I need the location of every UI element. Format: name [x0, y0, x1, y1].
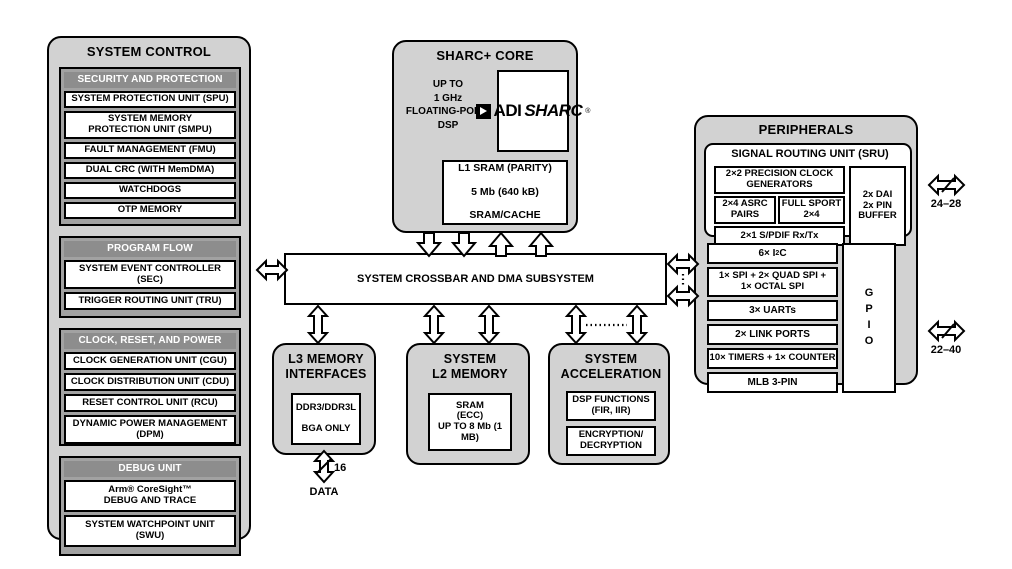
gpio-letter: I	[867, 319, 871, 331]
block-l2-sram: SRAM (ECC) UP TO 8 Mb (1 MB)	[428, 393, 512, 451]
l3-memory-panel: L3 MEMORY INTERFACES DDR3/DDR3L BGA ONLY	[272, 343, 376, 455]
arrow-gpio-external	[927, 319, 966, 343]
adi-sharc-logo-box: ADI SHARC ®	[475, 70, 590, 152]
sharc-core-title: SHARC+ CORE	[436, 48, 534, 63]
block-swu: SYSTEM WATCHPOINT UNIT (SWU)	[64, 515, 236, 547]
block-sec: SYSTEM EVENT CONTROLLER (SEC)	[64, 260, 236, 289]
adi-trademark: ®	[585, 107, 591, 115]
block-tru: TRIGGER ROUTING UNIT (TRU)	[64, 292, 236, 310]
block-l1-sram: L1 SRAM (PARITY) 5 Mb (640 kB) SRAM/CACH…	[442, 160, 568, 225]
adi-triangle-icon	[475, 103, 491, 119]
block-smpu: SYSTEM MEMORY PROTECTION UNIT (SMPU)	[64, 111, 236, 139]
block-dual-crc: DUAL CRC (WITH MemDMA)	[64, 162, 236, 179]
block-precision-clock-generators: 2×2 PRECISION CLOCK GENERATORS	[714, 166, 845, 194]
gpio-letter: P	[865, 303, 873, 316]
gpio-bus-slash	[941, 323, 955, 339]
arrow-crossbar-l2-1	[422, 304, 446, 345]
group-security-and-protection: SECURITY AND PROTECTION SYSTEM PROTECTIO…	[59, 67, 241, 226]
block-full-sport: FULL SPORT 2×4	[778, 196, 845, 224]
arrow-sysctrl-crossbar	[255, 258, 289, 282]
system-crossbar-block: SYSTEM CROSSBAR AND DMA SUBSYSTEM	[284, 253, 667, 305]
l3-bus-data-label: DATA	[310, 486, 339, 498]
block-spu: SYSTEM PROTECTION UNIT (SPU)	[64, 91, 236, 108]
group-header-debug-unit: DEBUG UNIT	[64, 461, 236, 477]
group-clock-reset-power: CLOCK, RESET, AND POWER CLOCK GENERATION…	[59, 328, 241, 446]
group-header-security: SECURITY AND PROTECTION	[64, 72, 236, 88]
l3-bus-width-label: 16	[334, 462, 346, 474]
gpio-pin-count-label: 22–40	[931, 344, 962, 356]
sharc-core-panel: SHARC+ CORE UP TO 1 GHz FLOATING-POINT D…	[392, 40, 590, 233]
adi-sharc-logo: ADI SHARC ®	[475, 101, 591, 121]
peripherals-panel: PERIPHERALS SIGNAL ROUTING UNIT (SRU) 2×…	[694, 115, 918, 393]
arrow-l3-data-external	[312, 449, 336, 484]
l2-memory-title: SYSTEM L2 MEMORY	[432, 352, 508, 381]
gpio-letter: G	[864, 287, 874, 300]
block-cgu: CLOCK GENERATION UNIT (CGU)	[64, 352, 236, 370]
block-rcu: RESET CONTROL UNIT (RCU)	[64, 394, 236, 412]
peripherals-title: PERIPHERALS	[758, 122, 854, 137]
sru-panel: SIGNAL ROUTING UNIT (SRU) 2×2 PRECISION …	[704, 143, 912, 246]
arrow-crossbar-accel-1	[564, 304, 588, 345]
block-otp-memory: OTP MEMORY	[64, 202, 236, 219]
block-asrc-pairs: 2×4 ASRC PAIRS	[714, 196, 776, 224]
sru-header: SIGNAL ROUTING UNIT (SRU)	[731, 148, 889, 160]
arrow-crossbar-l3	[306, 304, 330, 345]
block-timers-counter: 10× TIMERS + 1× COUNTER	[707, 348, 838, 369]
group-program-flow: PROGRAM FLOW SYSTEM EVENT CONTROLLER (SE…	[59, 236, 241, 318]
arrow-crossbar-accel-2	[625, 304, 649, 345]
block-link-ports: 2× LINK PORTS	[707, 324, 838, 345]
block-mlb: MLB 3-PIN	[707, 372, 838, 393]
arrow-dai-external	[927, 173, 966, 197]
sharc-core-description: UP TO 1 GHz FLOATING-POINT DSP	[405, 79, 491, 131]
adi-brand-text: ADI	[493, 101, 522, 120]
block-ddr3: DDR3/DDR3L BGA ONLY	[291, 393, 361, 445]
l2-memory-panel: SYSTEM L2 MEMORY SRAM (ECC) UP TO 8 Mb (…	[406, 343, 530, 465]
crossbar-label: SYSTEM CROSSBAR AND DMA SUBSYSTEM	[357, 273, 594, 285]
dai-pin-count-label: 24–28	[931, 198, 962, 210]
arrow-crossbar-l2-2	[477, 304, 501, 345]
group-header-program-flow: PROGRAM FLOW	[64, 241, 236, 257]
l3-bus-slash	[316, 458, 332, 474]
gpio-letter: O	[864, 334, 874, 347]
adi-product-text: SHARC	[524, 101, 583, 120]
system-acceleration-panel: SYSTEM ACCELERATION DSP FUNCTIONS (FIR, …	[548, 343, 670, 465]
block-watchdogs: WATCHDOGS	[64, 182, 236, 199]
group-header-clock-reset-power: CLOCK, RESET, AND POWER	[64, 333, 236, 349]
block-uarts: 3× UARTs	[707, 300, 838, 321]
block-dpm: DYNAMIC POWER MANAGEMENT (DPM)	[64, 415, 236, 444]
block-dai-pin-buffer: 2x DAI 2x PIN BUFFER	[849, 166, 906, 246]
system-control-panel: SYSTEM CONTROL SECURITY AND PROTECTION S…	[47, 36, 251, 556]
group-debug-unit: DEBUG UNIT Arm® CoreSight™ DEBUG AND TRA…	[59, 456, 241, 556]
block-encryption-decryption: ENCRYPTION/ DECRYPTION	[566, 426, 656, 456]
block-cdu: CLOCK DISTRIBUTION UNIT (CDU)	[64, 373, 236, 391]
dai-bus-slash	[941, 177, 955, 193]
system-control-title: SYSTEM CONTROL	[86, 44, 212, 59]
block-fmu: FAULT MANAGEMENT (FMU)	[64, 142, 236, 159]
block-spi: 1× SPI + 2× QUAD SPI + 1× OCTAL SPI	[707, 267, 838, 297]
block-coresight: Arm® CoreSight™ DEBUG AND TRACE	[64, 480, 236, 512]
l3-memory-title: L3 MEMORY INTERFACES	[285, 352, 367, 381]
block-dsp-functions: DSP FUNCTIONS (FIR, IIR)	[566, 391, 656, 421]
system-acceleration-title: SYSTEM ACCELERATION	[560, 352, 662, 381]
